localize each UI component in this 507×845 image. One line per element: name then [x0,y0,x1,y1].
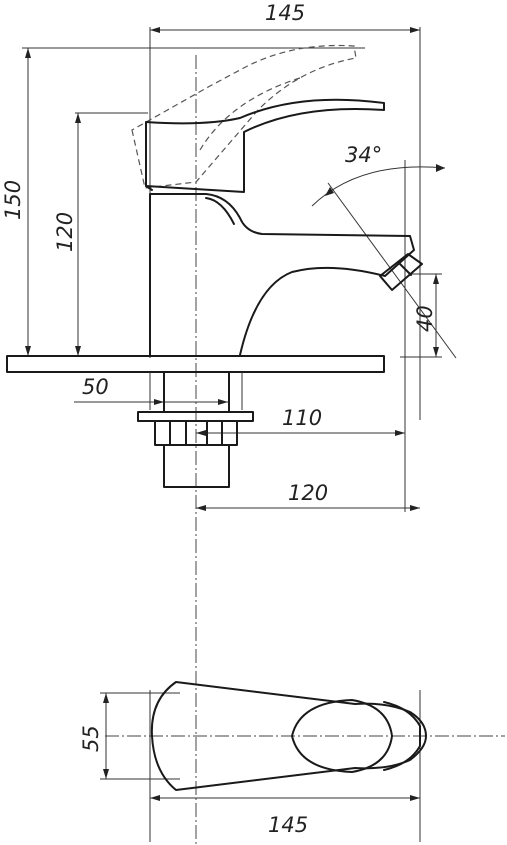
faucet-side-view [6,44,423,488]
dim-150: 150 [1,48,31,356]
dim-110: 110 [196,406,405,436]
plan-lever-recess [291,699,393,773]
lever-phantom [131,44,357,189]
dim-50: 50 [74,375,228,405]
extension-lines [22,27,442,842]
dim-label-50: 50 [82,375,109,399]
spout-aerator [379,253,423,291]
dim-label-40: 40 [413,305,437,332]
dim-label-120-horizontal: 120 [288,481,328,505]
dim-label-150: 150 [1,180,25,220]
lever-handle [145,98,385,193]
dim-120-horizontal: 120 [196,481,420,511]
dim-label-110: 110 [282,406,322,430]
dim-label-34: 34° [345,143,382,167]
dim-label-145-bottom: 145 [268,813,308,837]
dim-55: 55 [79,693,109,779]
dim-120-vertical: 120 [53,113,81,356]
dim-145-top: 145 [150,1,420,33]
plan-body-outline [150,681,427,791]
plan-spout-tip [383,701,421,771]
center-lines [105,55,505,845]
dim-label-120-vertical: 120 [53,212,77,252]
faucet-body [149,193,415,357]
dim-label-145-top: 145 [265,1,305,25]
supply-pipe [163,444,230,488]
dim-label-55: 55 [79,725,103,752]
dim-145-bottom: 145 [150,795,420,837]
faucet-plan-view [150,681,427,791]
dim-40: 40 [413,274,439,357]
